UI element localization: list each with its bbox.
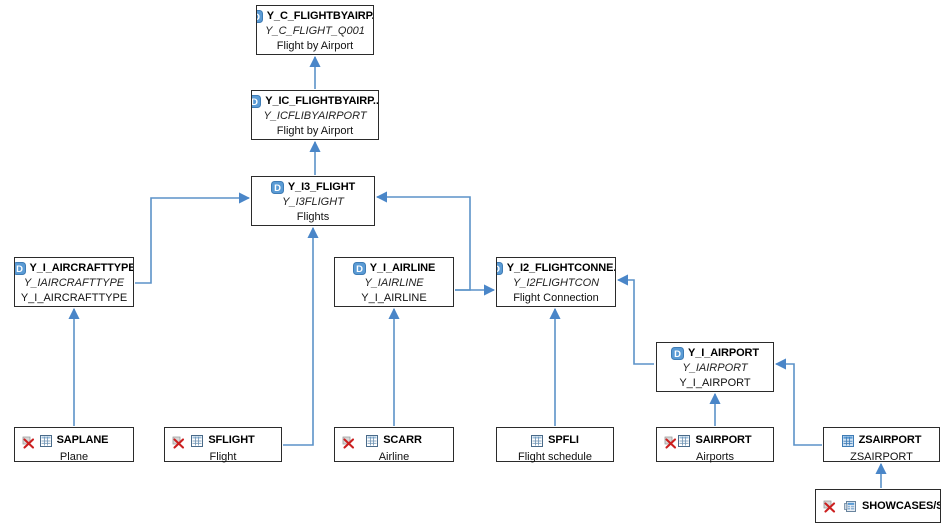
node-description: Y_I_AIRLINE — [361, 292, 427, 304]
node-y-c-flightbyairport[interactable]: D Y_C_FLIGHTBYAIRP... Y_C_FLIGHT_Q001 Fl… — [256, 5, 374, 55]
table-icon — [191, 434, 204, 447]
svg-text:D: D — [274, 183, 281, 194]
red-x-icon — [341, 434, 357, 450]
node-zsairport[interactable]: ZSAIRPORT ZSAIRPORT — [823, 427, 940, 463]
node-description: Flight by Airport — [276, 40, 354, 52]
edge-airport-to-i2 — [616, 274, 654, 365]
node-technical-name: Y_I2FLIGHTCON — [512, 277, 600, 289]
node-description: Flight schedule — [518, 451, 592, 463]
red-x-icon — [171, 434, 187, 450]
node-title: SFLIGHT — [208, 434, 255, 446]
node-y-i-airline[interactable]: D Y_I_AIRLINE Y_IAIRLINE Y_I_AIRLINE — [334, 257, 454, 307]
svg-text:D: D — [674, 349, 681, 360]
node-title: Y_I_AIRLINE — [369, 262, 436, 274]
node-y-i-aircrafttype[interactable]: D Y_I_AIRCRAFTTYPE Y_IAIRCRAFTTYPE Y_I_A… — [14, 257, 134, 307]
cds-view-icon: D — [15, 262, 26, 275]
node-description: Plane — [59, 451, 89, 463]
svg-text:D: D — [257, 12, 260, 23]
node-sflight[interactable]: SFLIGHT Flight — [164, 427, 282, 463]
table-icon — [39, 434, 52, 447]
node-y-ic-flightbyairport[interactable]: D Y_IC_FLIGHTBYAIRP... Y_ICFLIBYAIRPORT … — [251, 90, 379, 140]
cds-view-icon: D — [257, 10, 263, 23]
node-title: SAPLANE — [56, 434, 109, 446]
node-technical-name: Y_IAIRCRAFTTYPE — [23, 277, 125, 289]
node-title: SPFLI — [548, 434, 579, 446]
node-y-i-airport[interactable]: D Y_I_AIRPORT Y_IAIRPORT Y_I_AIRPORT — [656, 342, 774, 392]
node-scarr[interactable]: SCARR Airline — [334, 427, 454, 463]
node-title: Y_I3_FLIGHT — [287, 181, 356, 193]
node-title: Y_IC_FLIGHTBYAIRP... — [265, 95, 378, 107]
red-x-icon — [21, 434, 37, 450]
node-technical-name: Y_ICFLIBYAIRPORT — [263, 110, 367, 122]
red-x-icon — [663, 434, 679, 450]
node-technical-name: Y_IAIRLINE — [364, 277, 424, 289]
node-description: Airports — [696, 451, 734, 463]
svg-text:D: D — [356, 264, 363, 275]
edge-sflight-to-i3 — [283, 226, 319, 446]
table-icon — [366, 434, 379, 447]
cds-view-icon: D — [670, 347, 684, 360]
node-title: Y_I2_FLIGHTCONNE... — [506, 262, 615, 274]
node-description: ZSAIRPORT — [850, 451, 913, 463]
node-y-i2-flightconnection[interactable]: D Y_I2_FLIGHTCONNE... Y_I2FLIGHTCON Flig… — [496, 257, 616, 307]
node-description: Y_I_AIRPORT — [679, 377, 751, 389]
node-description: Flight by Airport — [276, 125, 354, 137]
table-icon — [531, 434, 544, 447]
node-description: Y_I_AIRCRAFTTYPE — [20, 292, 128, 304]
red-x-icon — [822, 498, 838, 514]
node-saplane[interactable]: SAPLANE Plane — [14, 427, 134, 463]
blue-table-icon — [841, 434, 854, 447]
edge-zsairport-to-airport — [774, 358, 822, 446]
cds-view-icon: D — [352, 262, 366, 275]
node-title: Y_I_AIRPORT — [687, 347, 760, 359]
node-technical-name: Y_C_FLIGHT_Q001 — [265, 25, 365, 37]
svg-text:D: D — [252, 97, 258, 108]
node-description: Flight — [209, 451, 237, 463]
node-technical-name: Y_IAIRPORT — [682, 362, 748, 374]
node-title: SHOWCASES/SC... — [862, 500, 940, 512]
svg-text:D: D — [16, 264, 23, 275]
node-title: Y_C_FLIGHTBYAIRP... — [266, 10, 373, 22]
node-spfli[interactable]: SPFLI Flight schedule — [496, 427, 614, 463]
node-title: SCARR — [383, 434, 422, 446]
node-description: Flights — [296, 211, 330, 223]
cds-view-icon: D — [497, 262, 503, 275]
node-sairport[interactable]: SAIRPORT Airports — [656, 427, 774, 463]
svg-text:D: D — [497, 264, 500, 275]
node-title: ZSAIRPORT — [858, 434, 922, 446]
node-title: Y_I_AIRCRAFTTYPE — [29, 262, 133, 274]
node-description: Flight Connection — [513, 292, 599, 304]
node-technical-name: Y_I3FLIGHT — [282, 196, 344, 208]
cds-view-icon: D — [270, 181, 284, 194]
node-showcases-sc[interactable]: SHOWCASES/SC... — [815, 489, 941, 523]
table-icon — [678, 434, 691, 447]
program-icon — [844, 500, 857, 513]
node-title: SAIRPORT — [695, 434, 752, 446]
cds-view-icon: D — [252, 95, 262, 108]
edge-aircrafttype-to-i3 — [135, 192, 251, 284]
node-y-i3-flight[interactable]: D Y_I3_FLIGHT Y_I3FLIGHT Flights — [251, 176, 375, 226]
node-description: Airline — [378, 451, 410, 463]
